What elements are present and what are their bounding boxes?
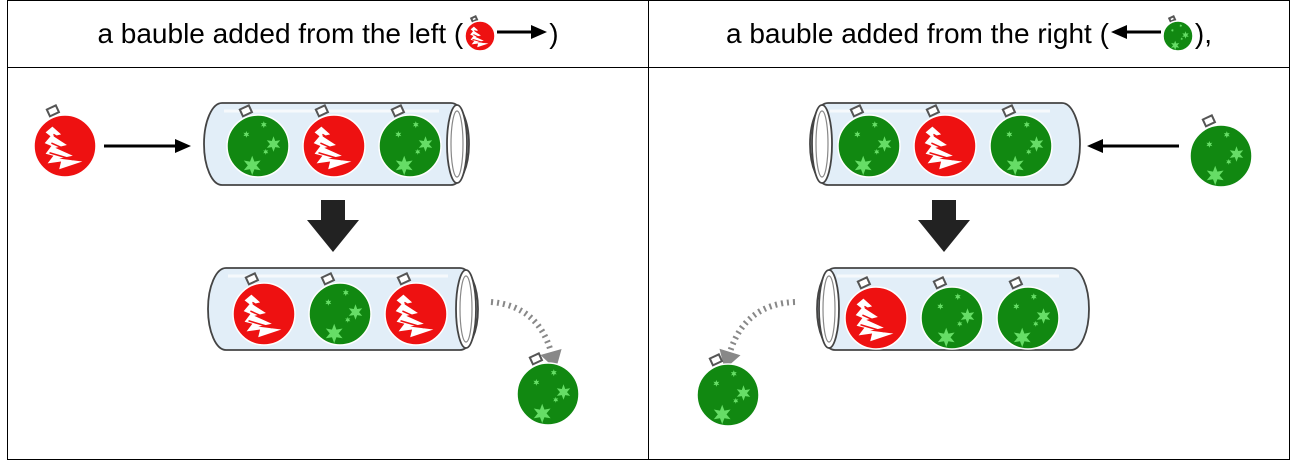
push-arrow-right-icon <box>104 139 191 153</box>
ejection-dotted-arrow-icon <box>490 299 562 370</box>
header-left: a bauble added from the left () <box>7 0 649 68</box>
after-bauble-1 <box>232 272 296 346</box>
transition-down-arrow-icon <box>307 200 359 252</box>
header-red-bauble-icon <box>464 15 496 52</box>
ejected-green-bauble <box>516 352 580 426</box>
after-bauble-2 <box>920 276 984 350</box>
arrow-left-green-bauble-icon <box>1110 15 1194 52</box>
panel-left <box>7 67 649 460</box>
panel-right <box>648 67 1290 460</box>
before-bauble-2 <box>913 104 977 178</box>
header-arrow-left-icon <box>1110 25 1161 39</box>
push-arrow-left-icon <box>1087 139 1179 153</box>
header-right-prefix: a bauble added from the right ( <box>725 18 1109 49</box>
after-bauble-3 <box>384 272 448 346</box>
header-left-prefix: a bauble added from the left ( <box>97 18 464 49</box>
before-bauble-2 <box>302 104 366 178</box>
after-bauble-1 <box>844 276 908 350</box>
before-bauble-1 <box>837 104 901 178</box>
ejection-dotted-arrow-icon <box>719 299 796 370</box>
header-green-bauble-icon <box>1162 15 1194 52</box>
header-left-suffix: ) <box>549 18 559 49</box>
incoming-green-bauble <box>1189 114 1253 188</box>
before-bauble-3 <box>378 104 442 178</box>
diagram-table: a bauble added from the left () a bauble… <box>7 0 1290 460</box>
after-bauble-3 <box>996 276 1060 350</box>
red-bauble-arrow-right-icon <box>464 15 548 52</box>
header-arrow-right-icon <box>497 25 548 39</box>
incoming-red-bauble <box>33 104 97 178</box>
ejected-green-bauble <box>696 353 760 427</box>
header-right: a bauble added from the right (), <box>648 0 1290 68</box>
before-bauble-3 <box>989 104 1053 178</box>
before-bauble-1 <box>226 104 290 178</box>
panel-right-illustration <box>696 102 1253 427</box>
after-bauble-2 <box>308 272 372 346</box>
transition-down-arrow-icon <box>918 200 970 252</box>
header-right-suffix: ), <box>1194 18 1213 49</box>
panel-left-illustration <box>33 102 580 426</box>
